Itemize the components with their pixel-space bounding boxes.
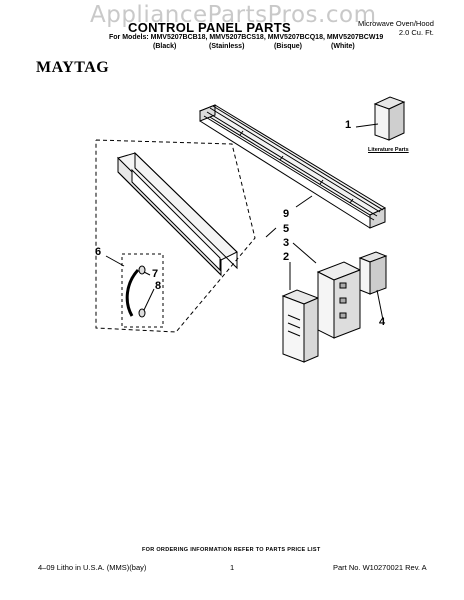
screw-lower [138,308,146,318]
control-panel-face [281,289,320,363]
callout-3: 3 [283,237,290,249]
screw-upper [138,265,146,275]
litho-note: 4–09 Litho in U.S.A. (MMS)(bay) [38,563,147,572]
door-frame [117,151,238,277]
literature-parts-booklet [373,96,406,141]
callout-9: 9 [283,208,290,220]
callout-1: 1 [345,119,352,131]
control-panel-strip [198,104,387,229]
callout-5: 5 [283,223,290,235]
brand-logo: MAYTAG [36,59,110,76]
page-title: CONTROL PANEL PARTS [128,20,291,35]
control-board [316,261,362,339]
callout-4: 4 [379,316,386,328]
color-black: (Black) [153,43,177,50]
callout-7: 7 [152,268,159,280]
color-white: (White) [331,43,355,50]
callout-8: 8 [155,280,162,292]
door-handle [125,268,140,317]
color-bisque: (Bisque) [274,43,302,50]
part-number: Part No. W10270021 Rev. A [333,563,427,572]
callout-2: 2 [283,251,290,263]
literature-parts-label: Literature Parts [368,147,409,153]
watermark: AppliancePartsPros.com [90,2,377,28]
product-subtitle: Microwave Oven/Hood 2.0 Cu. Ft. [358,19,434,37]
color-stainless: (Stainless) [209,43,245,50]
callout-6: 6 [95,246,102,258]
ordering-note: FOR ORDERING INFORMATION REFER TO PARTS … [142,547,321,553]
mounting-bracket [358,251,388,295]
model-list: For Models: MMV5207BCB18, MMV5207BCS18, … [109,34,384,41]
page-number: 1 [230,563,235,572]
